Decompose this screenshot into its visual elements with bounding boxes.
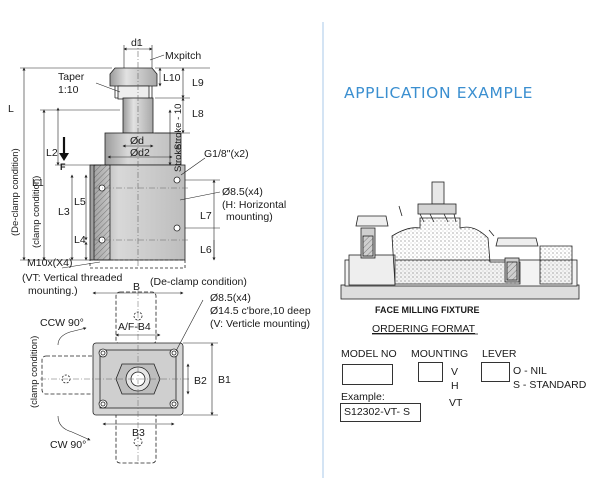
plunger-taper bbox=[117, 85, 150, 100]
lever-option-standard: S - STANDARD bbox=[513, 379, 587, 391]
top-view-labels: B (De-clamp condition) Ø8.5(x4) Ø14.5 c'… bbox=[29, 276, 311, 451]
mounting-label: MOUNTING bbox=[411, 348, 468, 360]
label-ccw: CCW 90° bbox=[40, 317, 84, 329]
label-stroke-minus: Stroke - 10 bbox=[173, 104, 184, 150]
lever-option-nil: O - NIL bbox=[513, 365, 547, 377]
mounting-option-vt: VT bbox=[449, 397, 463, 409]
label-L6: L6 bbox=[200, 244, 212, 256]
label-B3: B3 bbox=[132, 427, 145, 439]
label-L5: L5 bbox=[74, 196, 86, 208]
fixture-caption: FACE MILLING FIXTURE bbox=[375, 305, 480, 315]
label-declamp-horizontal: (De-clamp condition) bbox=[150, 276, 247, 288]
top-view-dimensions bbox=[57, 291, 218, 441]
label-m10: M10x(X4) bbox=[27, 257, 73, 269]
label-declamp-vertical: (De-clamp condition) bbox=[10, 148, 21, 236]
label-vt-line2: mounting.) bbox=[28, 285, 78, 297]
force-arrow bbox=[59, 137, 69, 161]
label-h-horizontal: (H: Horizontal bbox=[222, 199, 286, 211]
model-no-field[interactable] bbox=[342, 364, 393, 385]
top-view bbox=[40, 290, 190, 465]
label-mxpitch: Mxpitch bbox=[165, 50, 201, 62]
label-L3: L3 bbox=[58, 206, 70, 218]
clamp-head bbox=[109, 67, 158, 87]
label-L2: L2 bbox=[46, 147, 58, 159]
label-taper: Taper bbox=[58, 71, 85, 83]
fixture-illustration bbox=[340, 181, 580, 300]
label-clamp-vertical-top: (clamp condition) bbox=[29, 336, 40, 408]
label-hole-85: Ø8.5(x4) bbox=[222, 186, 263, 198]
label-cbore: Ø14.5 c'bore,10 deep bbox=[210, 305, 311, 317]
label-L: L bbox=[8, 103, 14, 115]
label-B: B bbox=[133, 281, 140, 293]
label-F: F bbox=[60, 162, 66, 172]
mounting-field[interactable] bbox=[418, 362, 443, 382]
example-value-box: S12302-VT- S bbox=[340, 403, 421, 422]
application-title: APPLICATION EXAMPLE bbox=[344, 84, 533, 102]
label-L7: L7 bbox=[200, 210, 212, 222]
mounting-option-h: H bbox=[451, 380, 459, 392]
label-B1: B1 bbox=[218, 374, 231, 386]
label-L9: L9 bbox=[192, 77, 204, 89]
side-view-labels: d1 Mxpitch Taper 1:10 L L10 L9 L8 Stroke… bbox=[8, 37, 286, 297]
label-cw: CW 90° bbox=[50, 439, 86, 451]
label-L8: L8 bbox=[192, 108, 204, 120]
example-value: S12302-VT- S bbox=[344, 406, 410, 418]
lever-label: LEVER bbox=[482, 348, 517, 360]
label-g18: G1/8"(x2) bbox=[204, 148, 249, 160]
label-B2: B2 bbox=[194, 375, 207, 387]
label-L1: L1 bbox=[32, 177, 44, 189]
side-view bbox=[89, 40, 190, 269]
label-h-mounting: mounting) bbox=[226, 211, 273, 223]
label-af: A/F-B4 bbox=[118, 321, 151, 333]
model-no-label: MODEL NO bbox=[341, 348, 397, 360]
label-hole-85-top: Ø8.5(x4) bbox=[210, 292, 251, 304]
label-stroke: Stroke bbox=[173, 145, 184, 172]
label-clamp-vertical: (clamp condition) bbox=[31, 176, 42, 248]
label-v-vertical: (V: Verticle mounting) bbox=[210, 318, 310, 330]
ordering-title: ORDERING FORMAT bbox=[372, 323, 476, 335]
lever-field[interactable] bbox=[481, 362, 510, 382]
label-od2: Ød2 bbox=[130, 147, 150, 159]
label-L4: L4 bbox=[74, 234, 86, 246]
flange bbox=[104, 132, 182, 166]
example-label: Example: bbox=[341, 391, 385, 403]
label-vt-line1: (VT: Vertical threaded bbox=[22, 272, 123, 284]
label-taper-ratio: 1:10 bbox=[58, 84, 79, 96]
label-L10: L10 bbox=[163, 72, 181, 84]
side-view-dimensions bbox=[20, 45, 221, 269]
label-d1: d1 bbox=[131, 37, 143, 49]
mounting-option-v: V bbox=[451, 366, 458, 378]
label-od: Ød bbox=[130, 135, 144, 147]
